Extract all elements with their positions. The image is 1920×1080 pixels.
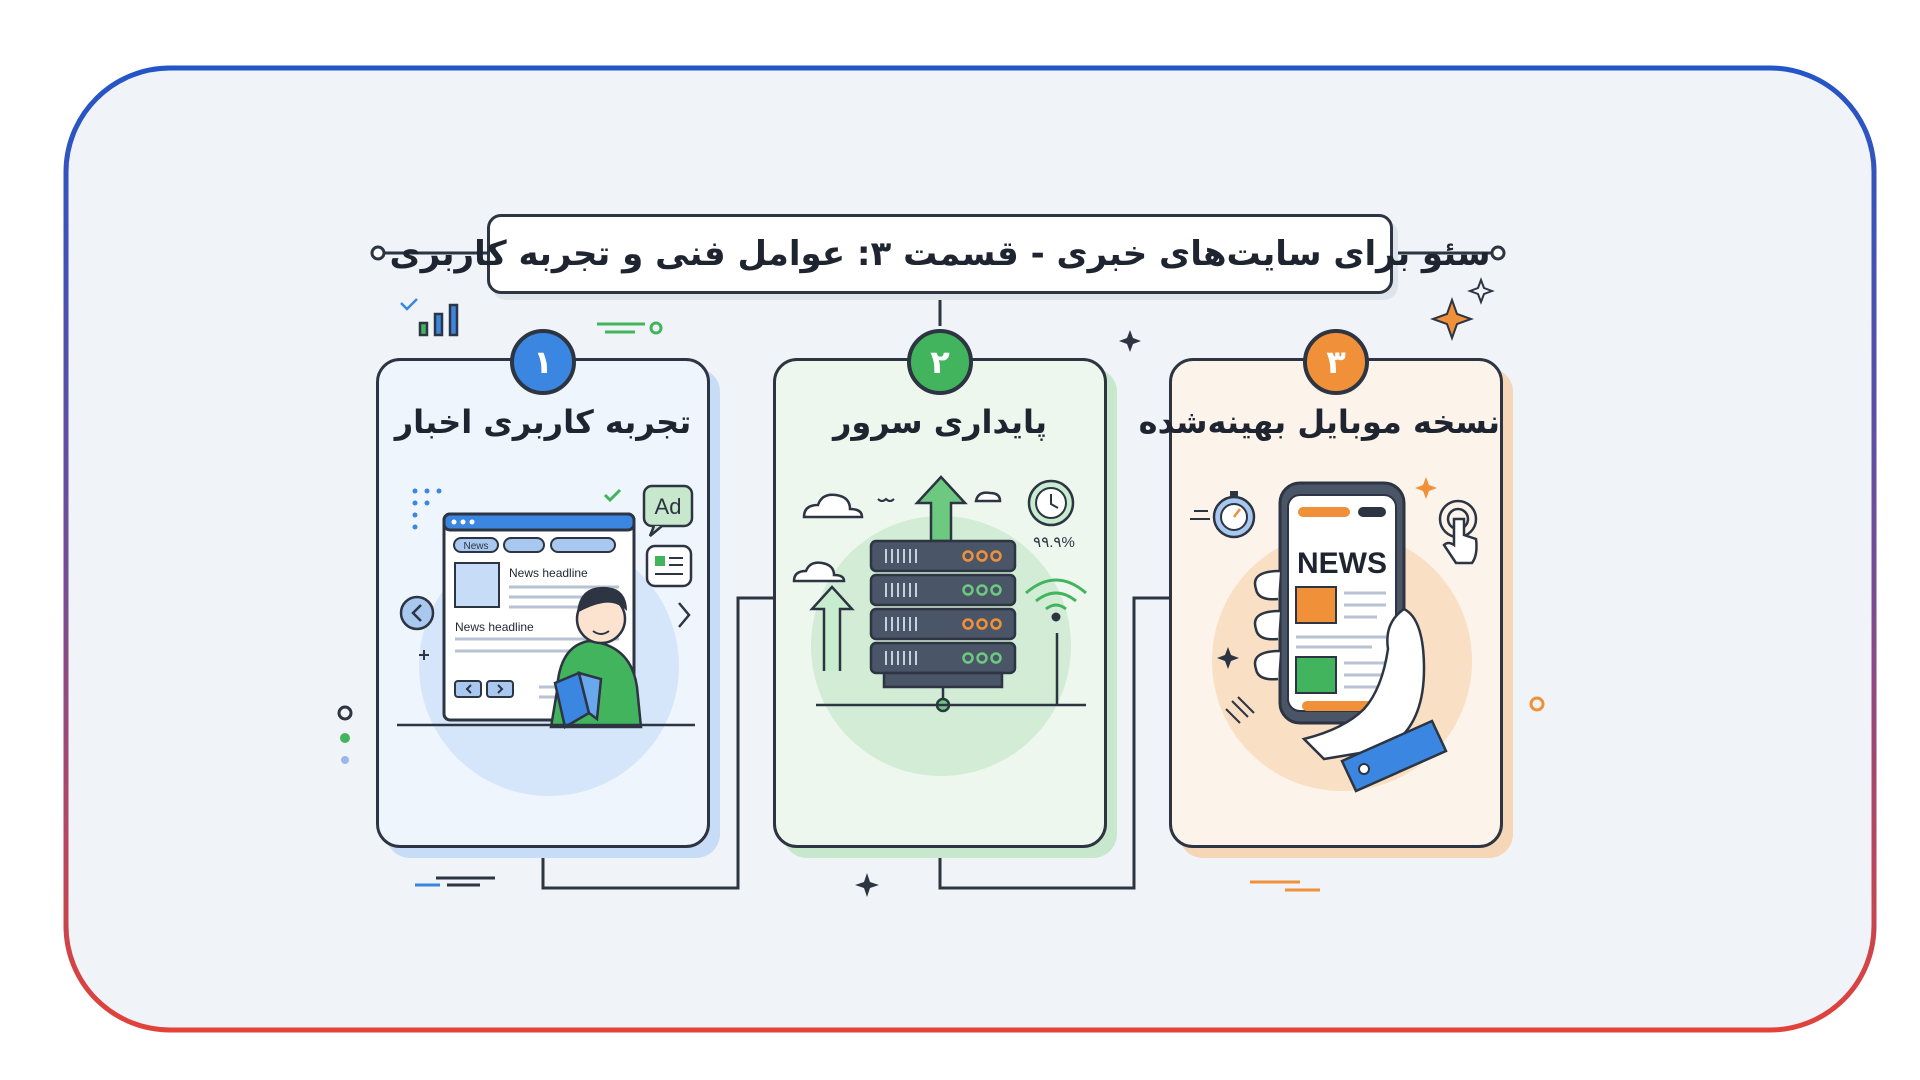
news-ux-illustration: News News headline News headline Ad [397, 484, 695, 796]
tap-hand-icon [1438, 499, 1478, 565]
step-badge-1: ۱ [510, 329, 576, 395]
hand [1253, 569, 1448, 793]
ad-label: Ad [655, 494, 682, 519]
sparkle-icon [1430, 297, 1474, 341]
sparkle-icon [1467, 277, 1495, 305]
smartphone [1278, 481, 1406, 725]
clock-icon [1027, 479, 1075, 527]
reader-person [549, 586, 643, 729]
step-badge-2: ۲ [907, 329, 973, 395]
next-arrow-icon [678, 602, 691, 628]
sparkle-icon [855, 873, 879, 897]
connector-1-2 [541, 596, 773, 890]
title-box: سئو برای سایت‌های خبری - قسمت ۳: عوامل ف… [389, 214, 1491, 294]
sparkle-icon [1217, 647, 1239, 669]
card-title: تجربه کاربری اخبار [394, 403, 692, 441]
decor-dot [1529, 696, 1545, 712]
server-illustration: ۹۹.۹% [792, 475, 1087, 776]
page-title: سئو برای سایت‌های خبری - قسمت ۳: عوامل ف… [389, 234, 1491, 274]
card-news-ux: ۱ تجربه کاربری اخبار [376, 329, 710, 848]
card-title: پایداری سرور [832, 403, 1048, 441]
step-badge-3: ۳ [1303, 329, 1369, 395]
cloud-icon [974, 491, 1002, 503]
cloud-icon [792, 561, 846, 583]
title-connector-left [370, 245, 487, 261]
prev-arrow-icon [399, 595, 435, 631]
headline-1: News headline [509, 566, 588, 580]
card-server-stability: ۲ پایداری سرور [773, 329, 1107, 848]
decor-dot [340, 733, 350, 743]
connector-2-3 [938, 596, 1169, 890]
decor-dot [337, 705, 353, 721]
arrow-up-icon [914, 475, 968, 543]
wifi-icon [1025, 578, 1087, 622]
ad-bubble-icon [642, 484, 694, 537]
server-stack [869, 539, 1017, 689]
arrow-up-icon [809, 585, 855, 671]
tab-news-label: News [463, 541, 488, 552]
sparkle-icon [1119, 330, 1141, 352]
decor-lines-top [597, 321, 663, 335]
article-bubble-icon [645, 544, 693, 588]
uptime-label: ۹۹.۹% [1033, 534, 1075, 551]
sparkle-icon [1415, 477, 1437, 499]
decor-lines-bottom-right [1250, 880, 1320, 892]
mobile-illustration: NEWS [1190, 477, 1478, 793]
checkmark-icon [603, 488, 622, 503]
cloud-icon [802, 493, 864, 519]
headline-2: News headline [455, 620, 534, 634]
stopwatch-icon [1190, 491, 1256, 539]
title-connector-right [1393, 245, 1506, 261]
decor-dot [341, 756, 349, 764]
card-mobile-optimized: ۳ نسخه موبایل بهینه‌شده [1138, 329, 1503, 848]
card-title: نسخه موبایل بهینه‌شده [1138, 403, 1500, 441]
signal-bars-icon [400, 298, 459, 337]
decor-lines-bottom-left [415, 876, 495, 887]
phone-screen-title: NEWS [1297, 547, 1387, 580]
